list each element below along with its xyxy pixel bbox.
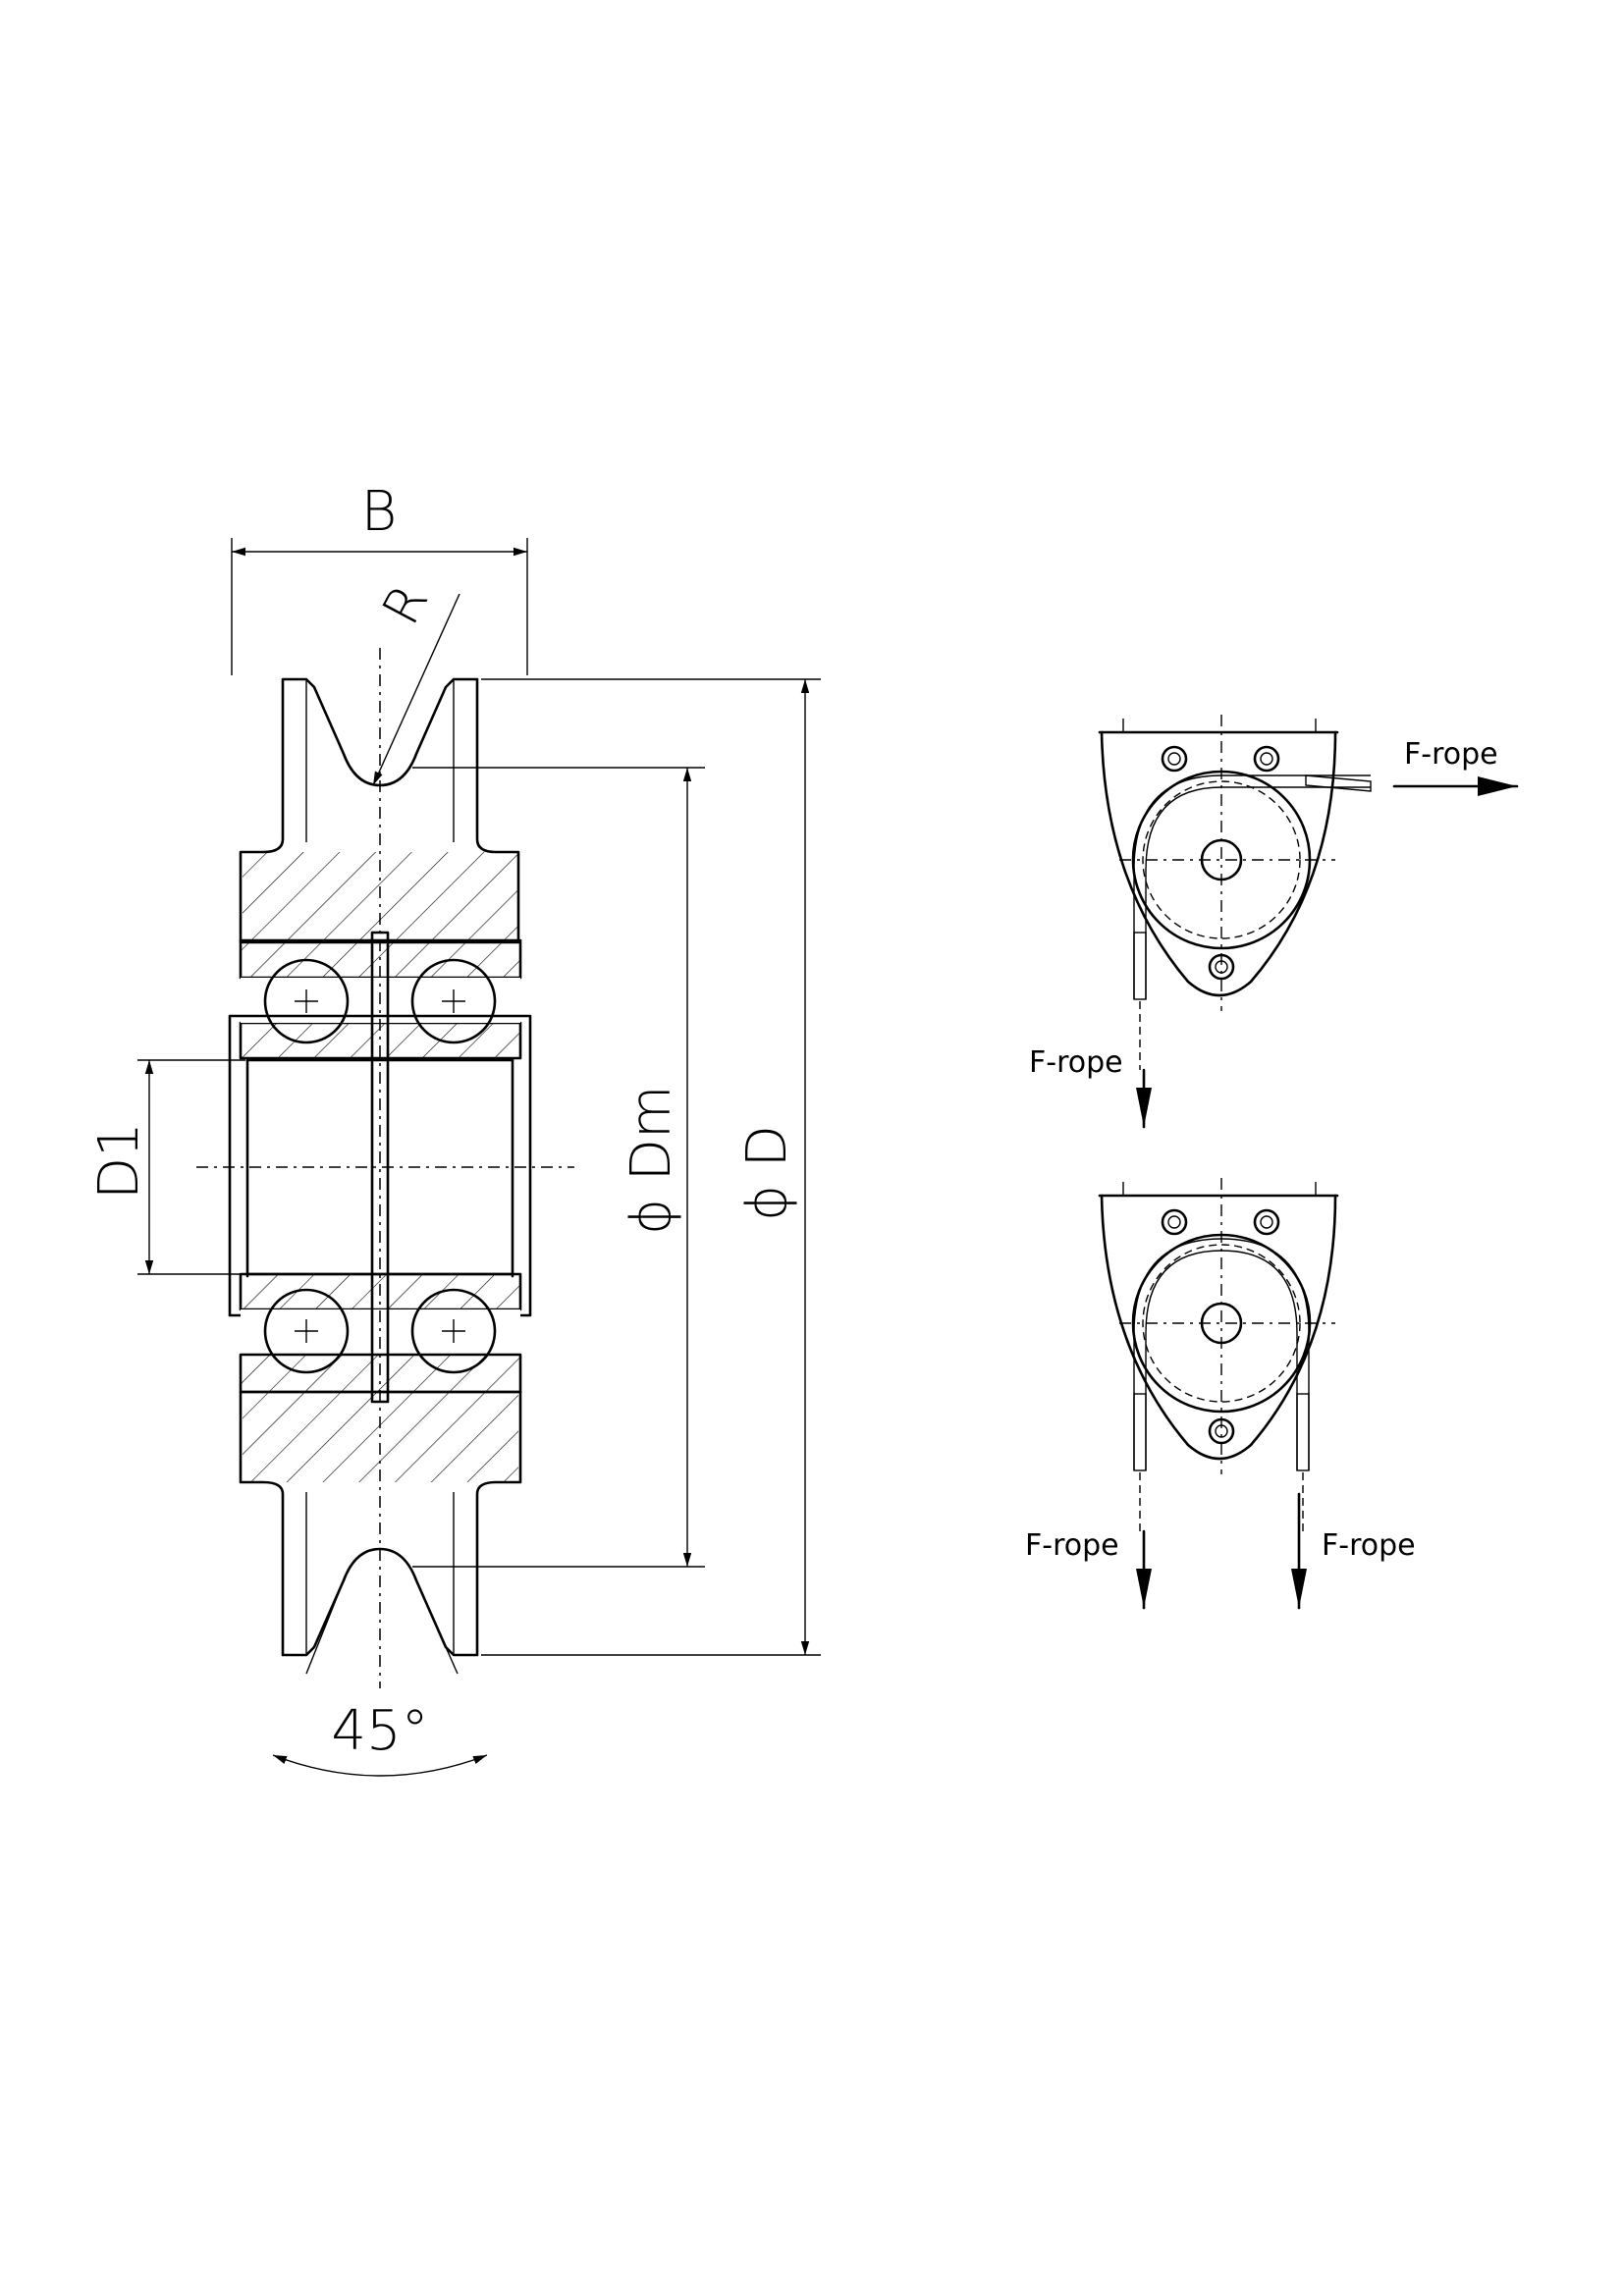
dimension-b: B [231, 480, 528, 675]
axle [228, 1014, 532, 1317]
dimension-d1-label: D1 [87, 1122, 151, 1200]
force-label-left: F-rope [1025, 1528, 1119, 1563]
pulley-block-single-deflection: F-rope F-rope [1029, 715, 1519, 1129]
dimension-dm-label: ϕ Dm [620, 1086, 683, 1235]
upper-rim [239, 677, 520, 944]
dimension-angle-label: 45° [331, 1699, 428, 1763]
dimension-b-label: B [361, 480, 398, 544]
pulley-block-double-down: F-rope F-rope [1025, 1178, 1416, 1610]
dimension-angle: 45° [272, 1579, 488, 1777]
dimension-d: ϕ D [481, 678, 821, 1656]
dimension-r-label: R [372, 575, 441, 634]
dimension-d1: D1 [87, 1059, 245, 1275]
force-label-horizontal: F-rope [1404, 737, 1498, 772]
dimension-dm: ϕ Dm [412, 767, 705, 1568]
dimension-d-label: ϕ D [735, 1125, 799, 1221]
force-label-vertical: F-rope [1029, 1045, 1123, 1080]
force-label-right: F-rope [1322, 1528, 1416, 1563]
pulley-section: B R [87, 480, 821, 1777]
